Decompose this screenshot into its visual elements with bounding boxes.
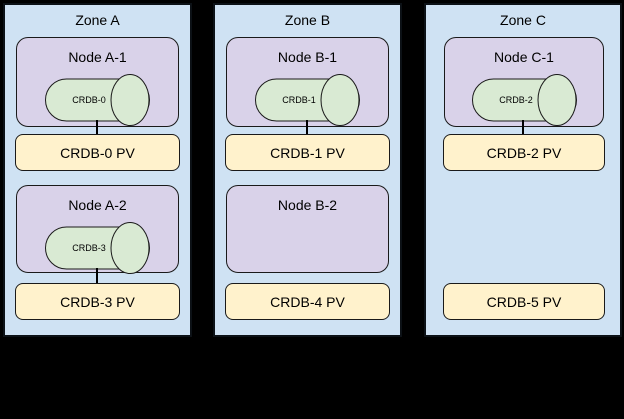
crdb-2-pod-label: CRDB-2	[499, 95, 533, 105]
node-a-1-label: Node A-1	[68, 49, 127, 65]
crdb-0-pod-label: CRDB-0	[72, 95, 106, 105]
crdb-2-pv-label: CRDB-2 PV	[486, 144, 562, 161]
cylinder-icon	[45, 222, 150, 274]
crdb-0-pv-label: CRDB-0 PV	[60, 144, 135, 161]
connector-c-1	[522, 120, 524, 135]
crdb-2-pod: CRDB-2	[472, 74, 581, 126]
crdb-5-pv-label: CRDB-5 PV	[486, 293, 562, 310]
node-c-1-label: Node C-1	[494, 49, 554, 65]
crdb-1-pod-label: CRDB-1	[282, 95, 316, 105]
connector-a-1	[96, 120, 98, 135]
crdb-1-pv-label: CRDB-1 PV	[270, 144, 345, 161]
node-b-2: Node B-2	[226, 185, 389, 273]
crdb-3-pv: CRDB-3 PV	[15, 283, 180, 320]
cylinder-icon	[255, 74, 360, 126]
node-a-1: Node A-1 CRDB-0	[16, 37, 179, 127]
zone-c-container: Zone C Node C-1 CRDB-2 CRDB-2 PV CRDB-5 …	[424, 3, 622, 337]
connector-b-1	[306, 120, 308, 135]
crdb-2-pv: CRDB-2 PV	[443, 134, 605, 171]
crdb-0-pod: CRDB-0	[45, 74, 154, 126]
node-b-1-label: Node B-1	[277, 49, 338, 65]
node-c-1: Node C-1 CRDB-2	[444, 37, 604, 127]
cylinder-icon	[472, 74, 577, 126]
zone-b-container: Zone B Node B-1 CRDB-1 CRDB-1 PV Node B-…	[213, 3, 402, 337]
crdb-3-pv-label: CRDB-3 PV	[60, 293, 135, 310]
zone-a-label: Zone A	[75, 12, 120, 28]
crdb-0-pv: CRDB-0 PV	[15, 134, 180, 171]
node-a-2-label: Node A-2	[68, 197, 127, 213]
crdb-3-pod: CRDB-3	[45, 222, 154, 274]
node-b-1: Node B-1 CRDB-1	[226, 37, 389, 127]
zone-c-label: Zone C	[500, 12, 546, 28]
cylinder-icon	[45, 74, 150, 126]
zone-b-label: Zone B	[284, 12, 331, 28]
crdb-3-pod-label: CRDB-3	[72, 243, 106, 253]
crdb-4-pv-label: CRDB-4 PV	[270, 293, 345, 310]
crdb-1-pod: CRDB-1	[255, 74, 364, 126]
crdb-4-pv: CRDB-4 PV	[225, 283, 390, 320]
node-a-2: Node A-2 CRDB-3	[16, 185, 179, 274]
zone-a-container: Zone A Node A-1 CRDB-0 CRDB-0 PV Node A-…	[3, 3, 192, 337]
node-b-2-label: Node B-2	[277, 197, 338, 213]
crdb-1-pv: CRDB-1 PV	[225, 134, 390, 171]
crdb-5-pv: CRDB-5 PV	[443, 283, 605, 320]
connector-a-2	[96, 268, 98, 284]
